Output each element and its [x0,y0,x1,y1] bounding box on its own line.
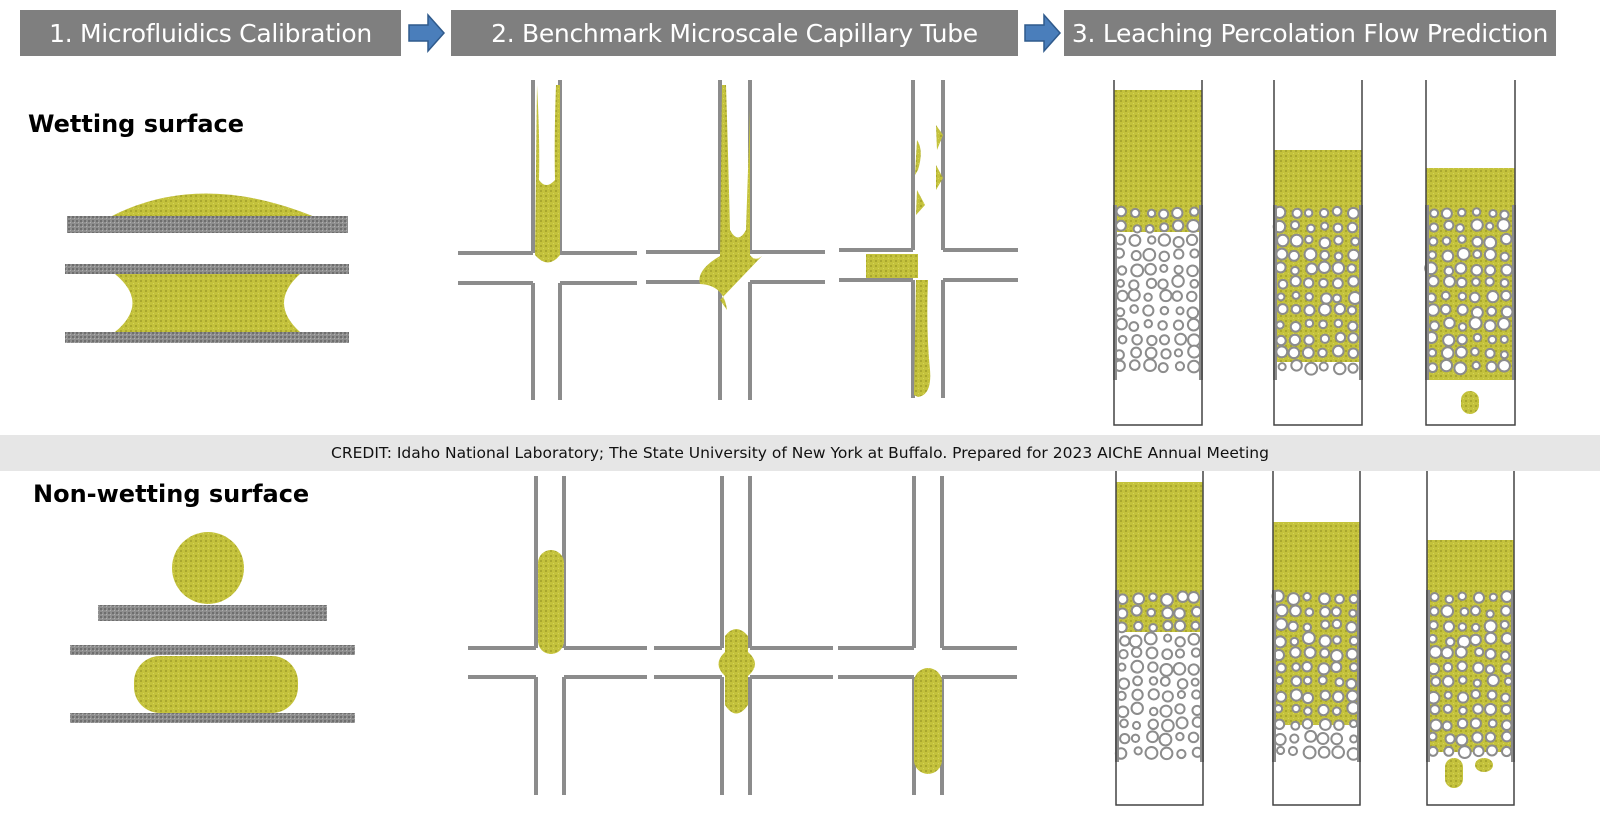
percolation-column [1113,80,1203,426]
capillary-cross [654,476,833,795]
arrow-icon [1024,13,1062,53]
percolation-column [1114,470,1204,806]
credit-bar: CREDIT: Idaho National Laboratory; The S… [0,435,1600,471]
wetting-bridge-sim [65,264,349,343]
percolation-column [1272,80,1363,426]
nonwetting-bridge-sim [70,645,355,723]
capillary-fluid-wetting [535,85,943,397]
step-2-header: 2. Benchmark Microscale Capillary Tube [451,10,1018,56]
arrow-icon [408,13,446,53]
capillary-cross [839,80,1018,398]
nonwetting-droplet-sim [98,532,327,621]
wetting-droplet-sim [67,193,348,233]
percolation-column [1426,470,1515,806]
capillary-fluid-nonwetting [538,550,942,774]
step-1-header: 1. Microfluidics Calibration [20,10,401,56]
nonwetting-surface-label: Non-wetting surface [33,480,310,508]
percolation-column [1271,470,1361,806]
step-3-header: 3. Leaching Percolation Flow Prediction [1064,10,1556,56]
percolation-columns [1113,80,1516,806]
wetting-surface-label: Wetting surface [28,110,245,138]
percolation-column [1424,80,1516,426]
